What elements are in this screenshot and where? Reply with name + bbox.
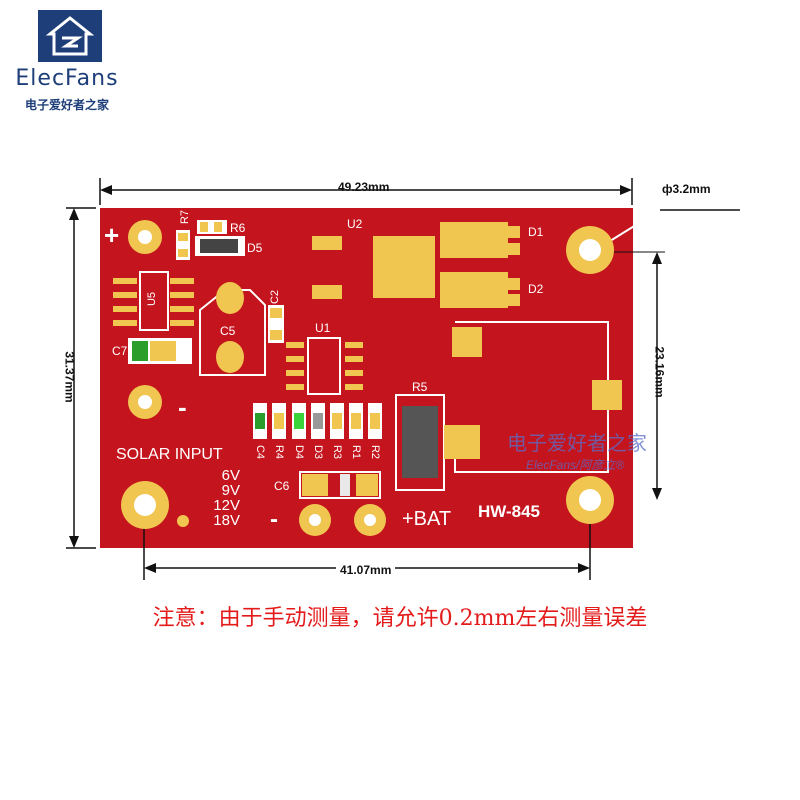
elecfans-logo: ElecFans 电子爱好者之家 <box>8 6 123 112</box>
label-d4: D4 <box>293 444 306 460</box>
voltage-12v: 12V <box>213 497 240 514</box>
label-d2: D2 <box>528 282 544 296</box>
voltage-list: 6V 9V 12V 18V <box>204 468 240 528</box>
label-r7: R7 <box>179 209 192 225</box>
model-label: HW-845 <box>478 502 541 521</box>
minus-sign-bat: - <box>270 506 278 533</box>
label-r3: R3 <box>331 444 344 460</box>
label-u5: U5 <box>146 291 159 307</box>
label-d5: D5 <box>247 241 263 255</box>
voltage-6v: 6V <box>221 467 240 484</box>
label-r5: R5 <box>412 380 428 394</box>
label-r2: R2 <box>369 444 382 460</box>
label-c5: C5 <box>220 324 236 338</box>
label-c2: C2 <box>269 289 282 305</box>
label-u1: U1 <box>315 321 331 335</box>
measurement-note: 注意：由于手动测量，请允许0.2mm左右测量误差 <box>152 606 648 631</box>
voltage-9v: 9V <box>221 482 240 499</box>
watermark-line2: ElecFans/阿彦立® <box>526 458 625 472</box>
label-d1: D1 <box>528 225 544 239</box>
bat-label: +BAT <box>402 508 452 530</box>
hole-distance-y-label: 23.16mm <box>652 346 667 398</box>
house-logo-icon <box>38 10 102 62</box>
hole-diameter-label: ф3.2mm <box>662 182 711 196</box>
label-r6: R6 <box>230 221 246 235</box>
watermark-line1: 电子爱好者之家 <box>507 433 647 455</box>
logo-title: ElecFans <box>15 66 119 91</box>
plus-sign-top: + <box>104 220 120 250</box>
voltage-18v: 18V <box>213 512 240 529</box>
label-c6: C6 <box>274 479 290 493</box>
label-c7: C7 <box>112 344 128 358</box>
label-r1: R1 <box>350 444 363 460</box>
label-u2: U2 <box>347 217 363 231</box>
width-dimension-label: 49.23mm <box>338 180 390 194</box>
logo-subtitle: 电子爱好者之家 <box>24 98 109 112</box>
minus-sign-left: - <box>178 392 187 422</box>
label-c4: C4 <box>254 444 267 460</box>
label-r4: R4 <box>273 444 286 460</box>
solar-input-label: SOLAR INPUT <box>116 446 223 463</box>
label-d3: D3 <box>312 444 325 460</box>
height-dimension-label: 31.37mm <box>62 351 77 403</box>
hole-distance-x-label: 41.07mm <box>336 563 396 577</box>
